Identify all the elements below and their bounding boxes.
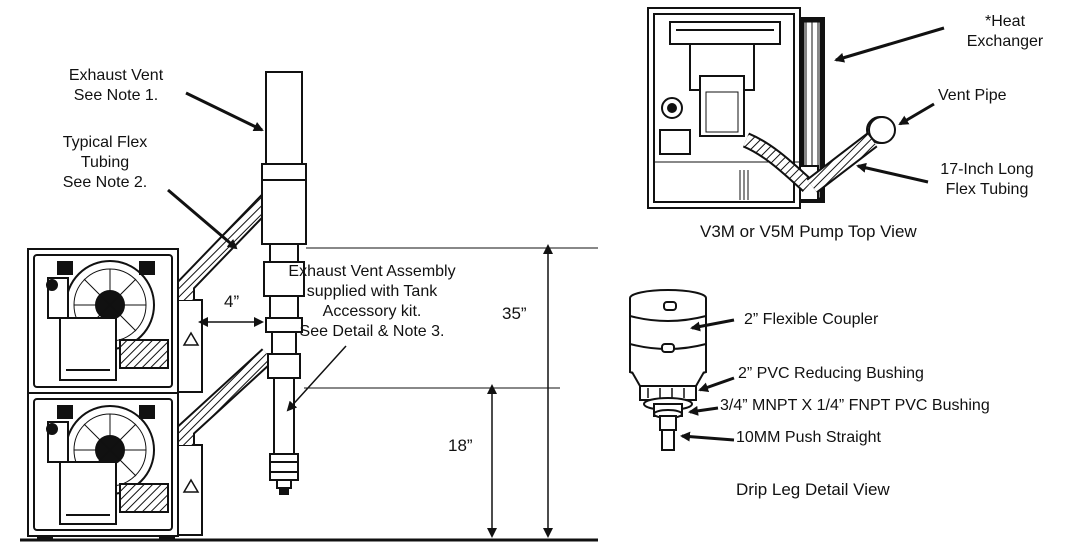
lower-pump-unit	[27, 392, 203, 541]
vent-pipe-label: Vent Pipe	[938, 87, 1007, 104]
pump-top-view	[647, 7, 894, 209]
coupler-label: 2” Flexible Coupler	[744, 311, 879, 328]
drip-leg-detail	[629, 289, 707, 451]
height-35-label: 35”	[502, 304, 527, 323]
gap-dimension-label: 4”	[224, 292, 240, 311]
pvc-bushing-label: 3/4” MNPT X 1/4” FNPT PVC Bushing	[720, 397, 990, 414]
top-flex-tubing-label: 17-Inch Long Flex Tubing	[940, 161, 1034, 198]
heat-exchanger-label: *Heat Exchanger	[966, 13, 1044, 50]
push-straight-label: 10MM Push Straight	[736, 429, 881, 446]
flex-tubing-label: Typical Flex Tubing See Note 2.	[62, 134, 148, 191]
height-18-label: 18”	[448, 436, 473, 455]
exhaust-vent-stack	[261, 71, 307, 495]
top-view-title: V3M or V5M Pump Top View	[700, 222, 917, 241]
upper-pump-unit	[27, 248, 203, 394]
exhaust-vent-label: Exhaust Vent See Note 1.	[68, 67, 164, 104]
vent-assembly-label: Exhaust Vent Assembly supplied with Tank…	[288, 263, 456, 340]
drip-leg-title: Drip Leg Detail View	[736, 480, 890, 499]
reducing-bushing-label: 2” PVC Reducing Bushing	[738, 365, 924, 382]
